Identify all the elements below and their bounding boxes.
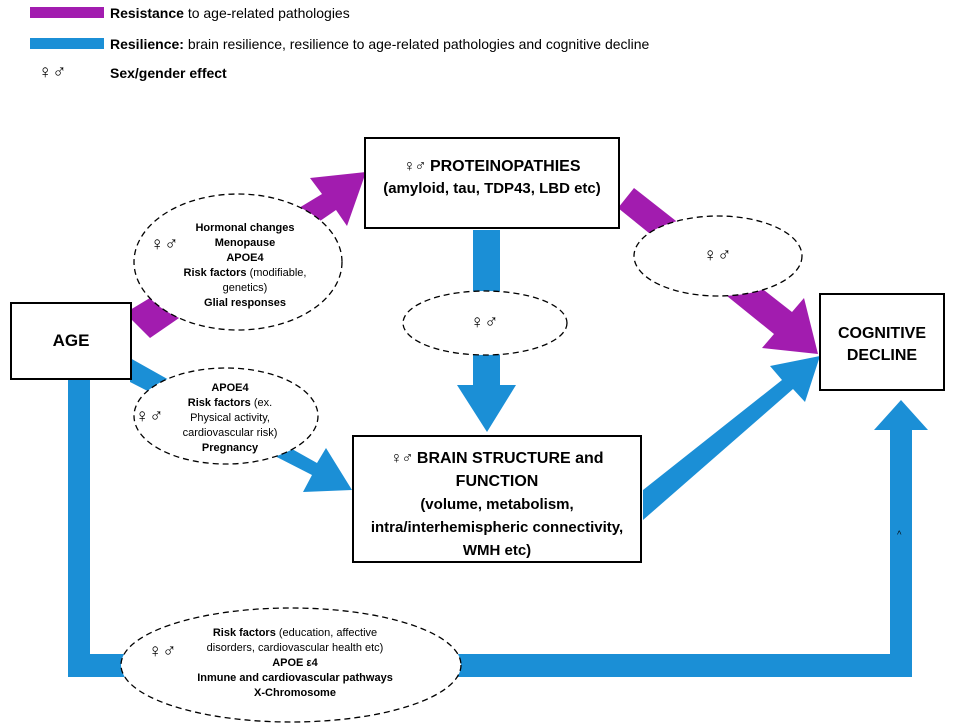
sex-gender-icon: ♀♂ (703, 245, 732, 266)
sex-gender-icon: ♀♂ (470, 312, 499, 333)
legend-resistance-text: to age-related pathologies (183, 5, 350, 21)
legend-resistance-swatch (30, 7, 104, 18)
modifier-oval-protein-cognitive (633, 215, 803, 297)
modifier-line: genetics) (222, 282, 268, 294)
legend-resilience-bold: Resilience: (110, 36, 184, 52)
sex-gender-icon: ♀♂ (403, 158, 427, 175)
legend-resistance-bold: Resistance (110, 5, 184, 21)
node-proteinopathies: ♀♂ PROTEINOPATHIES (amyloid, tau, TDP43,… (364, 137, 620, 229)
modifier-line: Risk factors (education, affective (212, 627, 378, 639)
brain-line-3: (volume, metabolism, (420, 496, 574, 513)
node-age: AGE (10, 302, 132, 380)
modifier-line: APOE ε4 (272, 657, 318, 669)
modifier-line: APOE4 (211, 382, 249, 394)
modifier-line: Menopause (214, 237, 276, 249)
modifier-line: APOE4 (226, 252, 264, 264)
modifier-line: cardiovascular risk) (182, 427, 278, 439)
node-brain-structure: ♀♂ BRAIN STRUCTURE and FUNCTION (volume,… (352, 435, 642, 563)
sex-gender-icon: ♀♂ (390, 450, 413, 467)
small-arrow-mark: > (894, 530, 904, 535)
modifier-text-age-brain: APOE4 Risk factors (ex. Physical activit… (160, 381, 300, 456)
legend-sex-gender: Sex/gender effect (110, 64, 227, 82)
modifier-oval-protein-brain (402, 290, 568, 356)
modifier-line: Inmune and cardiovascular pathways (197, 672, 393, 684)
legend-resilience-swatch (30, 38, 104, 49)
sex-gender-icon: ♀♂ (135, 406, 164, 427)
proteinopathies-title: ♀♂ PROTEINOPATHIES (403, 158, 581, 175)
modifier-line: Pregnancy (201, 442, 259, 454)
modifier-line: Risk factors (modifiable, (183, 267, 307, 279)
modifier-oval-age-cognitive (120, 607, 462, 723)
sex-gender-icon: ♀♂ (150, 234, 179, 255)
modifier-oval-age-brain (133, 367, 319, 465)
legend-resilience: Resilience: brain resilience, resilience… (110, 35, 649, 53)
legend-sex-gender-icon: ♀♂ (38, 62, 67, 83)
modifier-oval-age-protein (133, 193, 343, 331)
modifier-line: disorders, cardiovascular health etc) (206, 642, 384, 654)
node-age-label: AGE (52, 331, 90, 350)
modifier-text-age-protein: Hormonal changes Menopause APOE4 Risk fa… (170, 221, 320, 311)
sex-gender-icon: ♀♂ (148, 641, 177, 662)
arrow-brain-to-cognitive (643, 356, 820, 520)
brain-line-1: ♀♂ BRAIN STRUCTURE and (390, 450, 604, 467)
brain-line-5: WMH etc) (462, 542, 532, 559)
modifier-line: Physical activity, (190, 412, 270, 424)
brain-line-4: intra/interhemispheric connectivity, (370, 519, 624, 536)
proteinopathies-subtitle: (amyloid, tau, TDP43, LBD etc) (383, 180, 601, 197)
brain-line-2: FUNCTION (455, 473, 539, 490)
modifier-line: X-Chromosome (254, 687, 336, 699)
legend-resilience-text: brain resilience, resilience to age-rela… (183, 36, 650, 52)
modifier-line: Glial responses (204, 297, 286, 309)
cognitive-line-1: COGNITIVE (837, 325, 926, 342)
modifier-text-age-cognitive: Risk factors (education, affective disor… (175, 626, 415, 701)
legend-sex-gender-bold: Sex/gender effect (110, 65, 227, 81)
legend-resistance: Resistance to age-related pathologies (110, 4, 350, 22)
node-cognitive-decline: COGNITIVE DECLINE (819, 293, 945, 391)
modifier-line: Risk factors (ex. (187, 397, 273, 409)
modifier-line: Hormonal changes (195, 222, 295, 234)
cognitive-line-2: DECLINE (846, 347, 918, 364)
